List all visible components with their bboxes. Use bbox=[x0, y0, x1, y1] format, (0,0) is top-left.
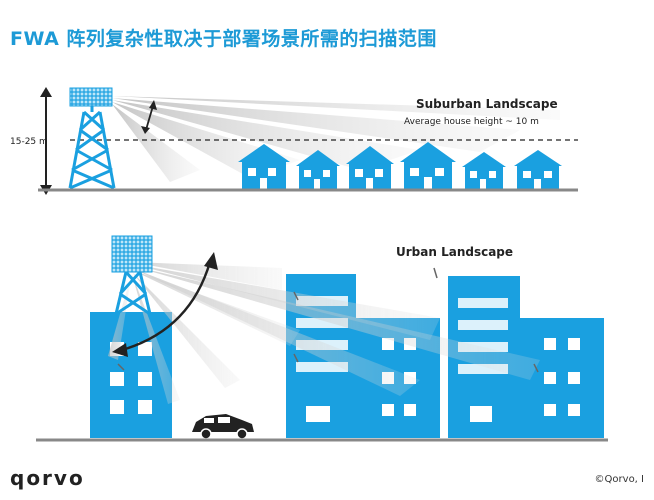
qorvo-logo: qorvo bbox=[10, 466, 85, 490]
house bbox=[238, 144, 290, 190]
urban-beams bbox=[108, 262, 540, 404]
house bbox=[346, 146, 394, 190]
house bbox=[514, 150, 562, 190]
page-title: FWA 阵列复杂性取决于部署场景所需的扫描范围 bbox=[10, 28, 437, 50]
urban-scan-arrow-icon bbox=[112, 252, 218, 357]
suburban-scan-arrow-icon bbox=[141, 100, 157, 134]
left-building bbox=[90, 312, 172, 438]
urban-tower-icon bbox=[114, 270, 152, 316]
car-icon bbox=[192, 414, 254, 440]
house bbox=[400, 142, 456, 190]
house bbox=[296, 150, 340, 190]
urban-label: Urban Landscape bbox=[396, 245, 513, 259]
urban-scene: Urban Landscape bbox=[36, 235, 608, 442]
height-label: 15-25 m bbox=[10, 137, 48, 147]
urban-antenna-array-icon bbox=[111, 235, 153, 273]
suburban-sublabel: Average house height ~ 10 m bbox=[404, 117, 539, 127]
suburban-antenna-array-icon bbox=[69, 87, 113, 107]
scan-markers bbox=[117, 267, 539, 373]
copyright-text: ©Qorvo, I bbox=[594, 474, 644, 485]
lattice-tower-icon bbox=[68, 104, 116, 190]
suburban-label: Suburban Landscape bbox=[416, 97, 558, 111]
suburban-scene: 15-25 m Suburban Landscape Average house bbox=[10, 87, 578, 195]
houses bbox=[238, 142, 562, 190]
right-building bbox=[448, 276, 604, 438]
house bbox=[462, 152, 506, 190]
